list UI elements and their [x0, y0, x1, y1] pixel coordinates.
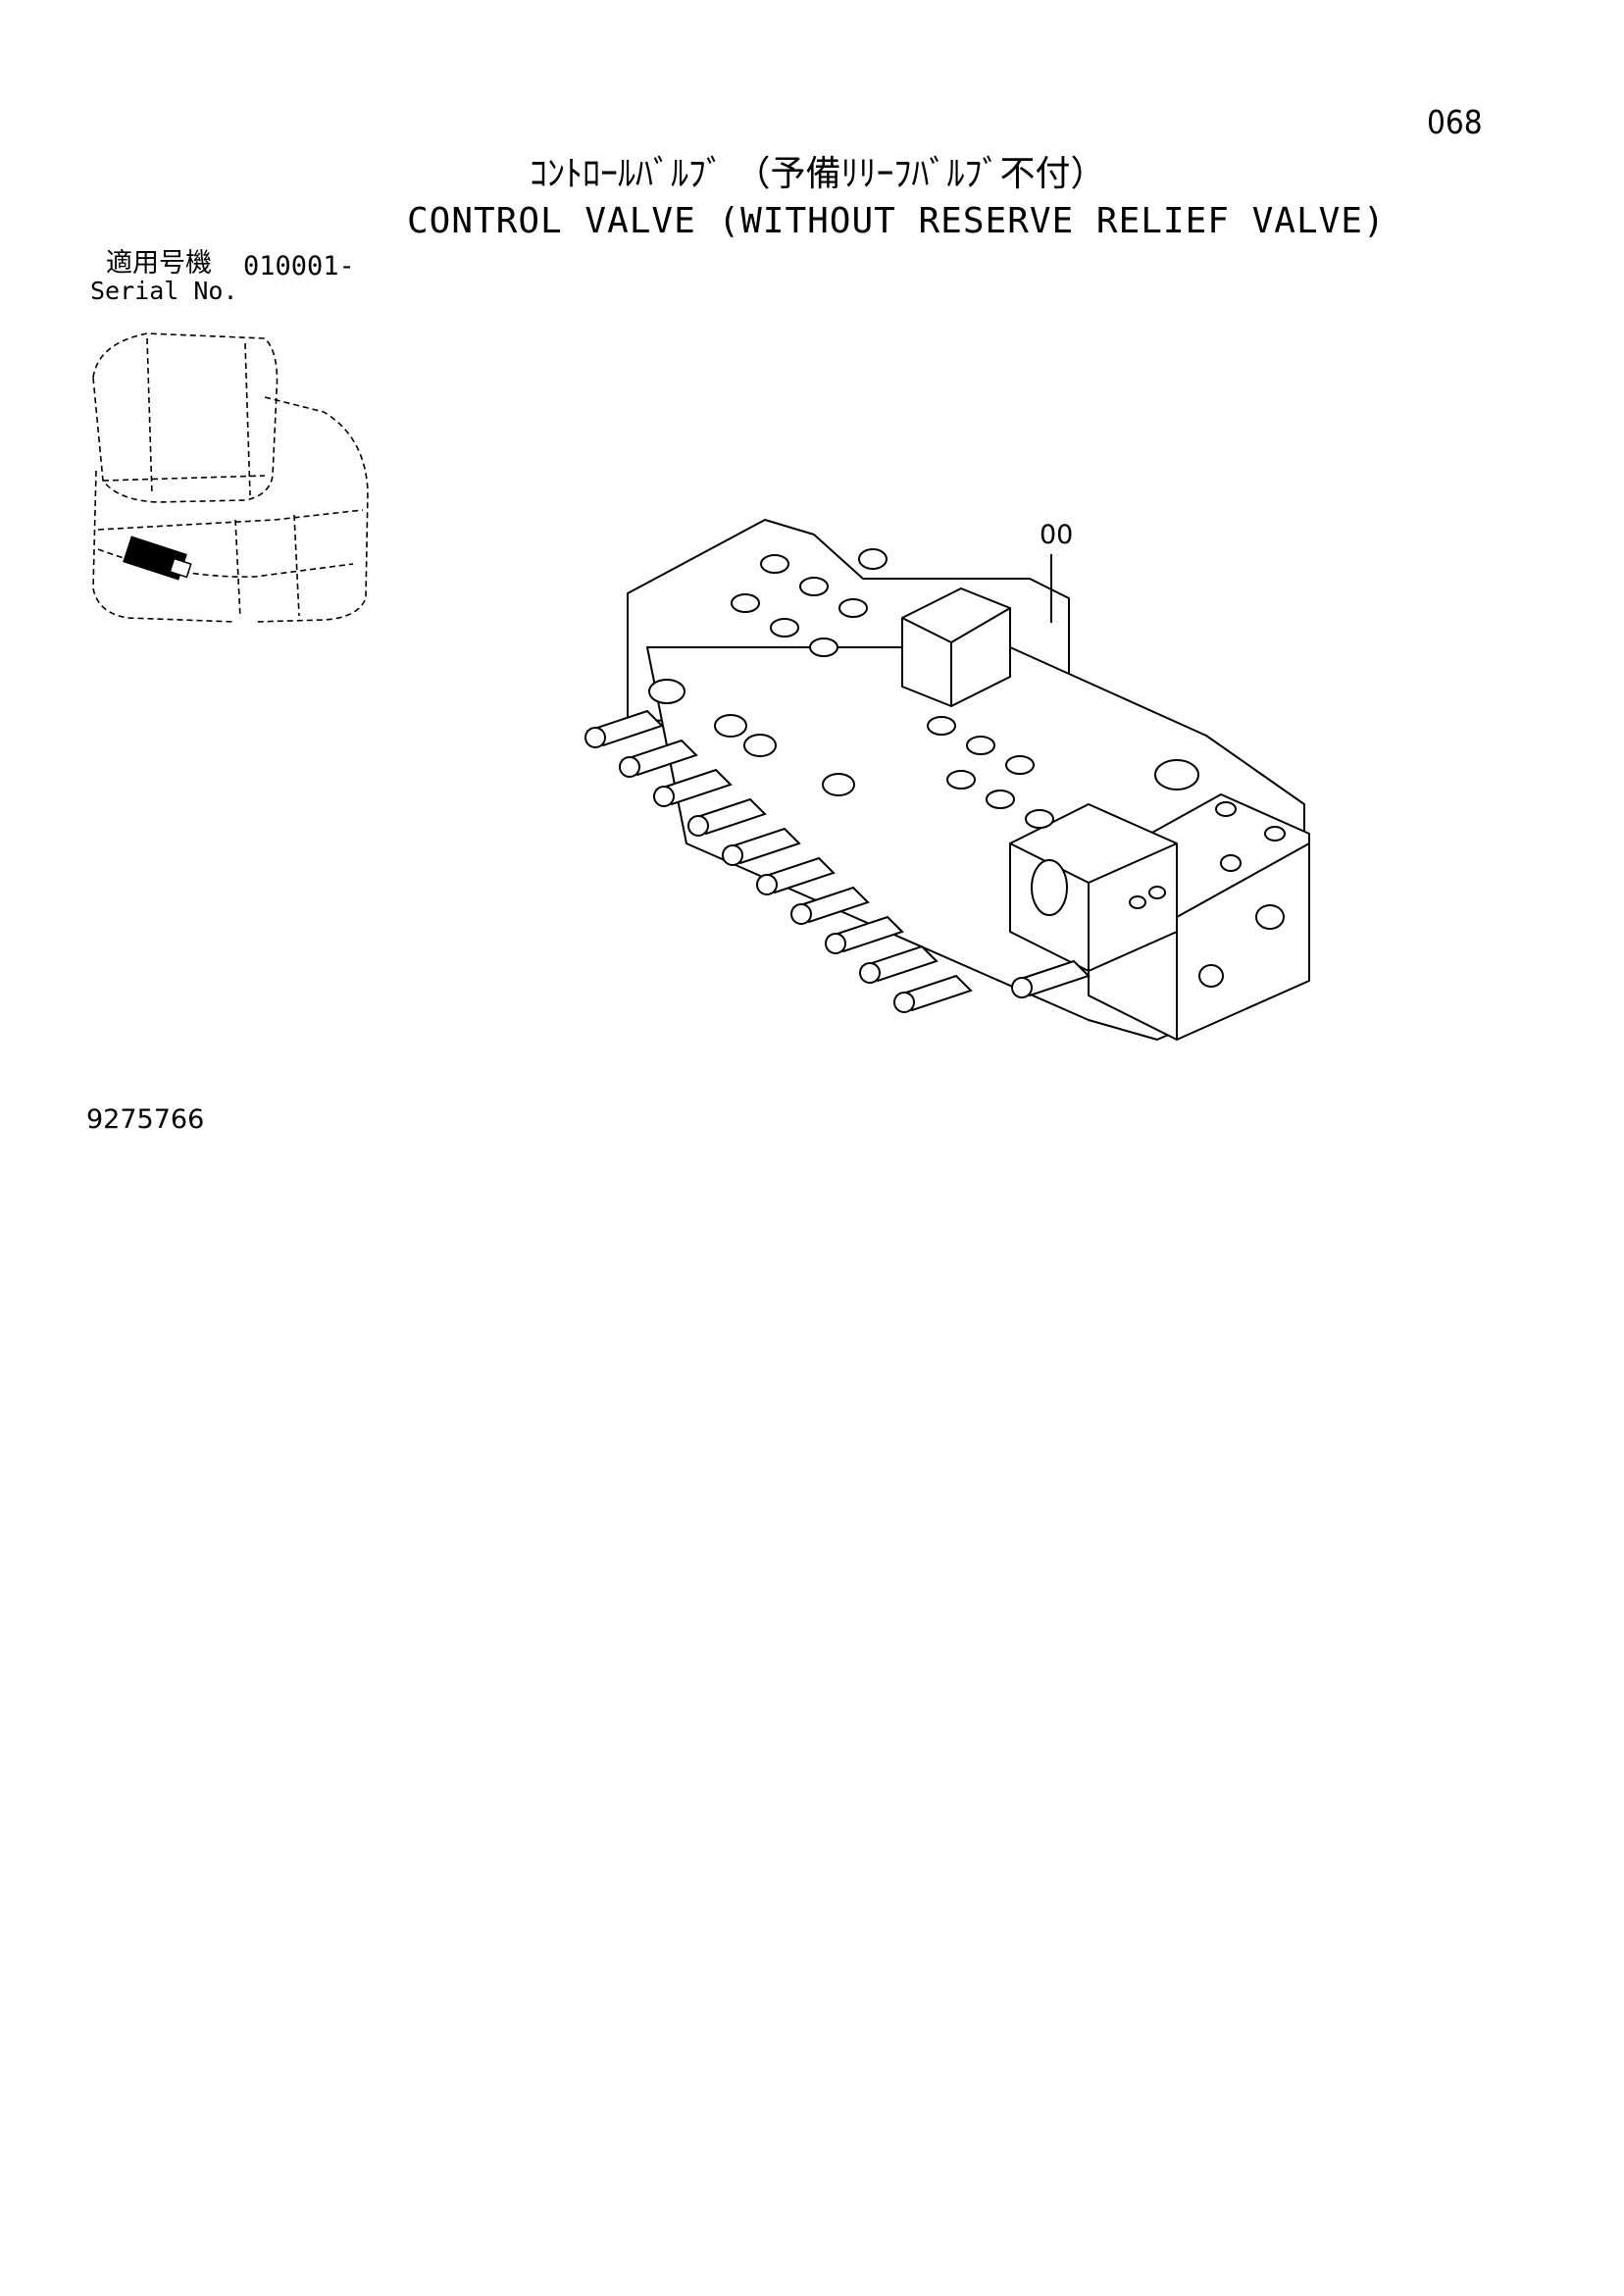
serial-value: 010001-	[243, 251, 355, 281]
control-valve-location-marker	[123, 536, 192, 581]
title-japanese: ｺﾝﾄﾛｰﾙﾊﾞﾙﾌﾞ （予備ﾘﾘｰﾌﾊﾞﾙﾌﾞ不付）	[530, 154, 1106, 194]
serial-label-japanese: 適用号機	[106, 248, 212, 279]
serial-label-english: Serial No.	[90, 277, 238, 305]
document-number: 9275766	[86, 1104, 205, 1135]
part-callout-label: 00	[1040, 520, 1074, 550]
page-number: 068	[1427, 103, 1483, 141]
title-english: CONTROL VALVE (WITHOUT RESERVE RELIEF VA…	[407, 201, 1386, 241]
